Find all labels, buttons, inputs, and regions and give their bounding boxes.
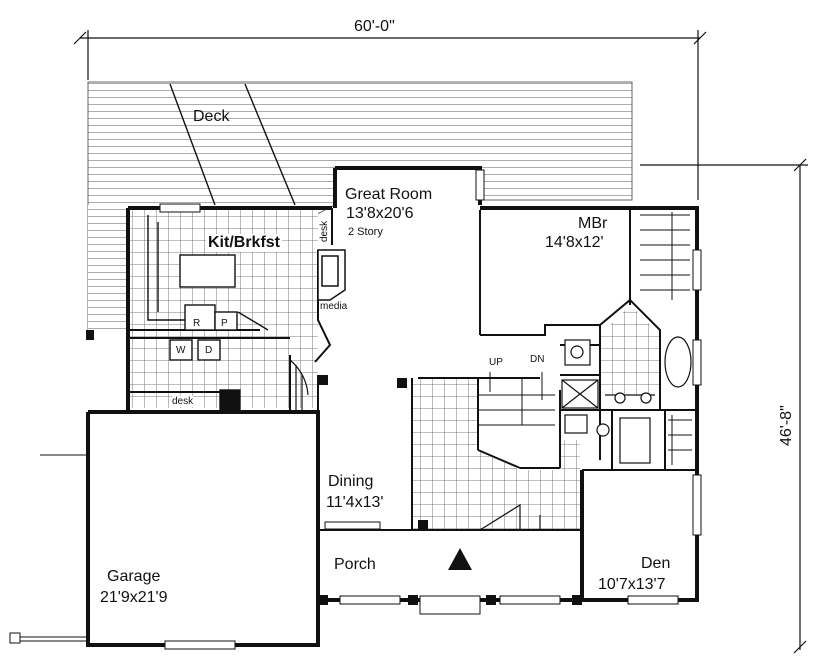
den-size: 10'7x13'7 — [598, 576, 666, 593]
great-room-label: Great Room — [345, 186, 433, 203]
utility-meter — [9, 454, 88, 644]
depth-dimension-label: 46'-8" — [778, 405, 795, 446]
entry-arrow-icon — [448, 548, 472, 570]
master-closet — [640, 212, 692, 465]
kitchen-counters — [147, 215, 269, 413]
dining-label: Dining — [328, 473, 374, 491]
fireplace — [317, 249, 346, 301]
columns — [86, 330, 582, 605]
stairs-down-label: DN — [530, 354, 545, 365]
refrigerator-label: R — [193, 318, 201, 329]
pantry-label: P — [221, 318, 228, 329]
washer-label: W — [176, 345, 186, 356]
deck-label: Deck — [193, 108, 230, 125]
dining-size: 11'4x13' — [326, 494, 384, 512]
media-label: media — [320, 301, 348, 312]
bath-fixtures — [561, 336, 692, 464]
kitchen-label: Kit/Brkfst — [206, 234, 283, 252]
den-label: Den — [641, 555, 671, 572]
kitchen-desk-label: desk — [319, 220, 330, 242]
width-dimension-line — [73, 30, 707, 200]
great-room-size: 13'8x20'6 — [346, 205, 414, 222]
windows — [159, 169, 702, 650]
porch-label: Porch — [334, 556, 376, 573]
depth-dimension-line — [640, 158, 808, 654]
dryer-label: D — [205, 345, 213, 356]
garage-label: Garage — [107, 568, 161, 585]
great-room-note: 2 Story — [348, 226, 383, 238]
width-dimension-label: 60'-0" — [354, 18, 395, 35]
master-bedroom-label: MBr — [578, 215, 608, 232]
foyer-tile-floor — [412, 378, 580, 530]
doors — [289, 358, 541, 531]
stairs-up-label: UP — [489, 357, 503, 368]
stairs — [478, 372, 555, 426]
laundry-desk-label: desk — [172, 396, 194, 407]
master-bedroom-size: 14'8x12' — [545, 234, 604, 251]
bath-tile-floor — [600, 305, 660, 395]
garage-size: 21'9x21'9 — [100, 589, 168, 606]
